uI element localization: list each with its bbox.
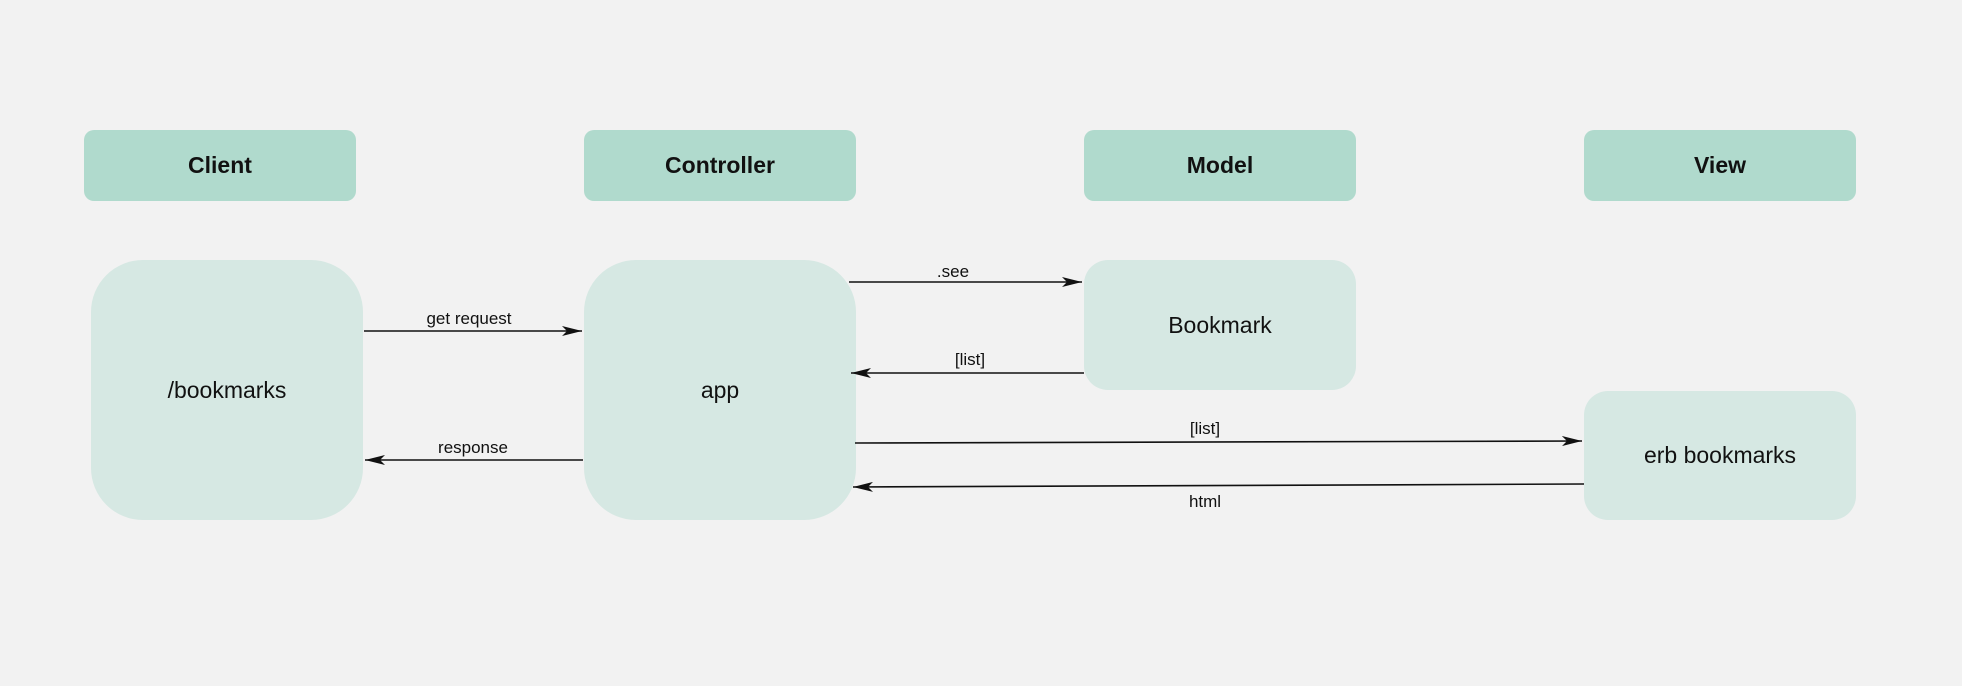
- node-erb-bookmarks-label: erb bookmarks: [1643, 442, 1797, 468]
- node-bookmark-model-label: Bookmark: [1168, 311, 1272, 338]
- edge-html: [852, 481, 1585, 492]
- edge-label-response: response: [438, 438, 508, 457]
- lane-header-client-label: Client: [188, 152, 252, 178]
- node-bookmarks-route-label: /bookmarks: [167, 376, 287, 403]
- node-bookmarks-route: /bookmarks: [91, 260, 363, 520]
- lane-header-controller-label: Controller: [665, 152, 775, 178]
- edge-list-to-view: [854, 436, 1583, 447]
- edge-label-html: html: [1188, 492, 1222, 511]
- lane-header-view-label: View: [1694, 152, 1746, 178]
- lane-header-view: View: [1584, 130, 1856, 201]
- lane-header-client: Client: [84, 130, 356, 201]
- lane-header-controller: Controller: [584, 130, 856, 201]
- lane-header-model: Model: [1084, 130, 1356, 201]
- edge-label-get-request: get request: [426, 309, 512, 328]
- node-erb-bookmarks: erb bookmarks: [1584, 391, 1856, 520]
- node-app-label: app: [700, 376, 740, 403]
- edge-label-list-from-model: [list]: [954, 350, 986, 369]
- node-app: app: [584, 260, 856, 520]
- edge-label-list-to-view: [list]: [1189, 419, 1221, 438]
- lane-header-model-label: Model: [1186, 152, 1254, 178]
- node-bookmark-model: Bookmark: [1084, 260, 1356, 390]
- edge-label-see: .see: [936, 262, 970, 281]
